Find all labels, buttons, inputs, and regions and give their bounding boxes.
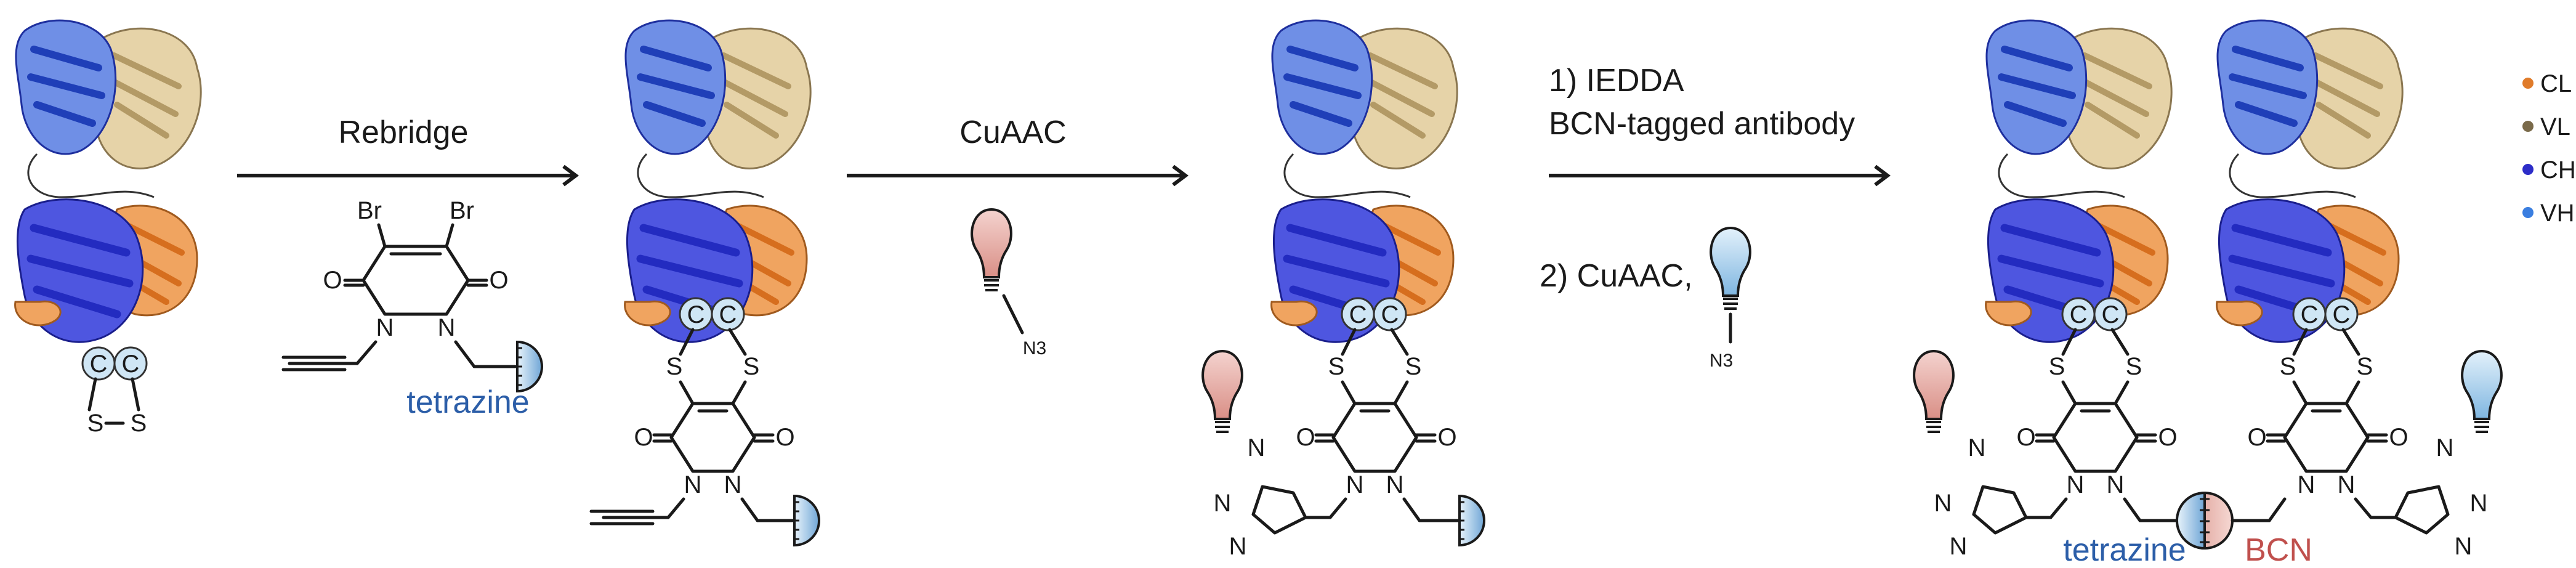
- fluorophore-red-icon: [1913, 350, 1955, 433]
- step2-label: CuAAC: [959, 115, 1066, 150]
- n-atom: N: [1968, 434, 1986, 461]
- s-atom: S: [666, 353, 683, 380]
- legend-label-vh: VH: [2540, 200, 2575, 227]
- antibody-fab-4a: [1986, 20, 2172, 342]
- fluorophore-blue-icon: [2461, 350, 2503, 433]
- antibody-fab-2: [625, 20, 811, 342]
- arrow-step-2: CuAAC N3: [847, 115, 1189, 359]
- n-atom: N: [2107, 471, 2125, 498]
- o-right: O: [489, 267, 508, 294]
- n-atom: N: [1248, 434, 1266, 461]
- bcn-label: BCN: [2245, 532, 2312, 568]
- n-atom: N: [1950, 533, 1968, 560]
- n-atom: N: [1934, 490, 1952, 517]
- antibody-fab-3: [1272, 20, 1458, 342]
- n-atom: N: [1386, 471, 1404, 498]
- n-atom: N: [2470, 490, 2488, 517]
- n-atom: N: [1214, 490, 1232, 517]
- n-atom: N: [1229, 533, 1247, 560]
- reagent-dibromo-pyridazinedione: Br Br O O N N tetrazine: [281, 197, 543, 420]
- s-atom: S: [2126, 353, 2142, 380]
- legend: CL VL CH VH: [2522, 70, 2576, 227]
- n-right: N: [438, 314, 456, 341]
- panel-2-antibody: S S O O N N: [589, 20, 820, 546]
- step3-label-2: BCN-tagged antibody: [1549, 106, 1855, 142]
- legend-label-vl: VL: [2540, 113, 2570, 140]
- o-atom: O: [2247, 424, 2266, 451]
- tetrazine-label: tetrazine: [406, 384, 529, 420]
- legend-swatch-vh: [2522, 207, 2534, 218]
- n-atom: N: [684, 471, 702, 498]
- n-atom: N: [724, 471, 742, 498]
- o-atom: O: [1296, 424, 1315, 451]
- o-atom: O: [2016, 424, 2035, 451]
- legend-label-ch: CH: [2540, 156, 2576, 184]
- s-atom: S: [87, 410, 104, 437]
- s-atom: S: [1405, 353, 1422, 380]
- arrow-step-1: Rebridge: [237, 115, 579, 187]
- s-atom: S: [2280, 353, 2296, 380]
- s-atom: S: [131, 410, 147, 437]
- n-atom: N: [2455, 533, 2473, 560]
- n-atom: N: [2436, 434, 2454, 461]
- s-atom: S: [1328, 353, 1345, 380]
- n-left: N: [376, 314, 394, 341]
- o-atom: O: [634, 424, 653, 451]
- o-left: O: [323, 267, 342, 294]
- antibody-fab-1: [15, 20, 201, 342]
- fluorophore-blue-icon: [1710, 227, 1751, 310]
- n-atom: N: [2067, 471, 2085, 498]
- o-atom: O: [1437, 424, 1456, 451]
- s-atom: S: [2049, 353, 2065, 380]
- o-atom: O: [2389, 424, 2408, 451]
- antibody-fab-4b: [2217, 20, 2403, 342]
- o-atom: O: [775, 424, 794, 451]
- fluorophore-red-icon: [971, 208, 1012, 291]
- br-left: Br: [357, 197, 382, 224]
- tetrazine-label: tetrazine: [2063, 532, 2186, 568]
- fluorophore-red-icon: [1201, 350, 1243, 433]
- panel-4-conjugate: S S O O N N N N N tetrazine BCN S: [1913, 20, 2503, 568]
- n-atom: N: [2298, 471, 2316, 498]
- o-atom: O: [2158, 424, 2177, 451]
- panel-3-antibody: S S O O N N N N N: [1201, 20, 1485, 560]
- n-atom: N: [2338, 471, 2356, 498]
- br-right: Br: [450, 197, 474, 224]
- cys-pair-1: [81, 346, 148, 381]
- legend-swatch-cl: [2522, 78, 2534, 89]
- arrow-step-3: 1) IEDDA BCN-tagged antibody 2) CuAAC, N…: [1540, 63, 1891, 371]
- s-atom: S: [743, 353, 760, 380]
- s-atom: S: [2357, 353, 2373, 380]
- step3-label-1: 1) IEDDA: [1549, 63, 1684, 99]
- n-atom: N: [1346, 471, 1364, 498]
- legend-label-cl: CL: [2540, 70, 2572, 97]
- step1-label: Rebridge: [338, 115, 468, 150]
- legend-swatch-ch: [2522, 164, 2534, 175]
- azide-label: N3: [1023, 338, 1046, 359]
- step3-label-3: 2) CuAAC,: [1540, 258, 1693, 294]
- legend-swatch-vl: [2522, 121, 2534, 132]
- azide-label: N3: [1710, 351, 1733, 371]
- panel-1-antibody: S S: [15, 20, 201, 437]
